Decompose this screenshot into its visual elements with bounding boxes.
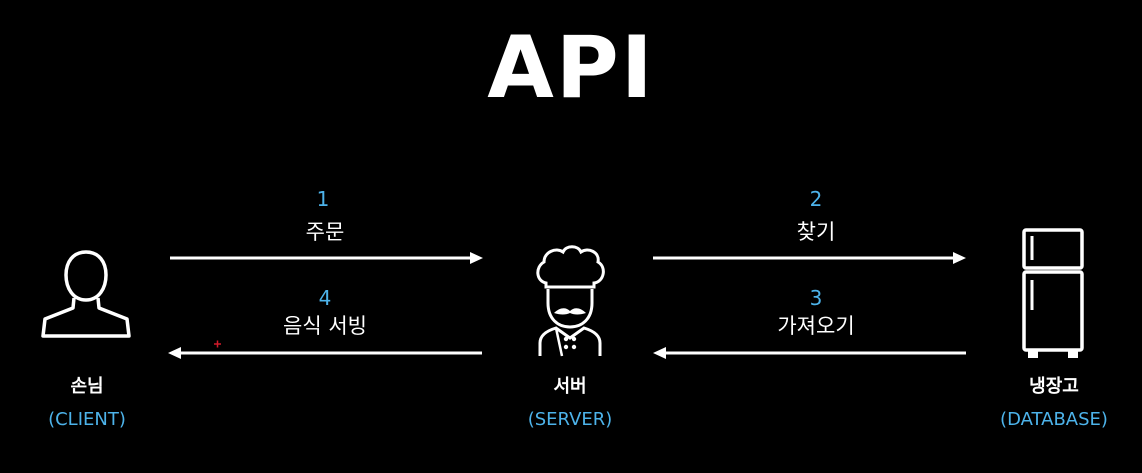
step-number-2: 2 [809, 187, 823, 211]
arrow-bring [653, 347, 966, 359]
server-sub: (SERVER) [527, 409, 613, 430]
arrow-order [170, 252, 483, 264]
server-name: 서버 [553, 376, 587, 397]
step-number-3: 3 [809, 286, 823, 310]
client-sub: (CLIENT) [48, 409, 126, 430]
step-number-4: 4 [318, 286, 332, 310]
step-number-1: 1 [316, 187, 330, 211]
step-label-order: 주문 [305, 220, 345, 244]
chef-icon [536, 245, 605, 357]
step-label-find: 찾기 [796, 220, 836, 244]
page-title: API [487, 18, 655, 118]
cursor-marker-icon [214, 340, 221, 348]
person-icon [41, 250, 131, 338]
arrow-serve [168, 347, 482, 359]
database-sub: (DATABASE) [1000, 409, 1108, 430]
arrow-find [653, 252, 966, 264]
client-name: 손님 [70, 376, 104, 397]
step-label-serve: 음식 서빙 [283, 314, 367, 338]
refrigerator-icon [1022, 228, 1084, 358]
database-name: 냉장고 [1029, 376, 1079, 397]
step-label-bring: 가져오기 [777, 314, 855, 338]
